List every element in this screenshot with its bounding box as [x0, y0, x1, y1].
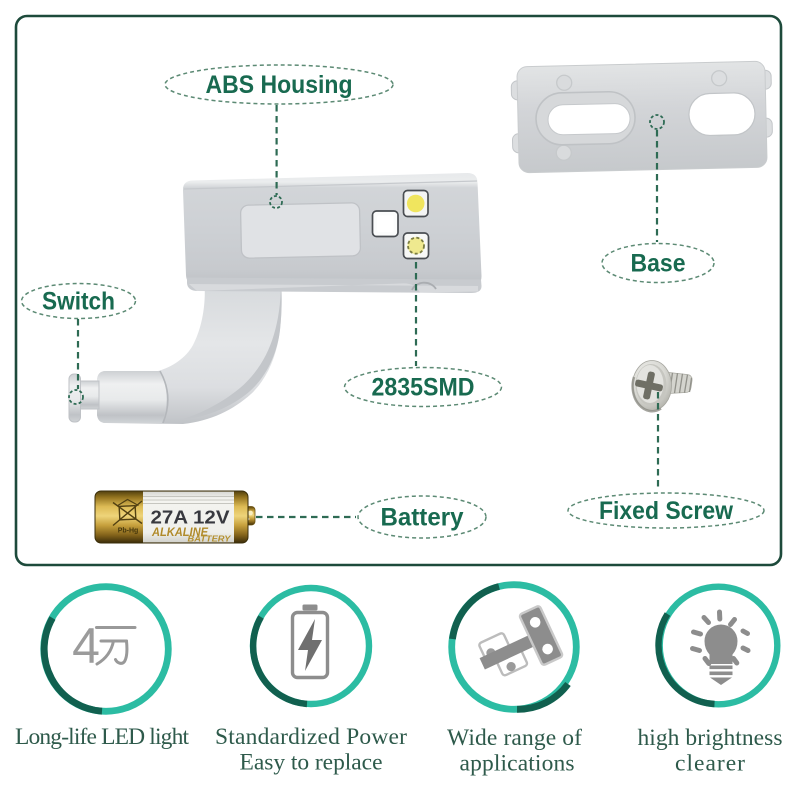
svg-text:Standardized Power: Standardized Power: [215, 724, 407, 750]
svg-text:ALKALINE: ALKALINE: [151, 525, 209, 539]
svg-text:Battery: Battery: [381, 504, 464, 532]
svg-text:BATTERY: BATTERY: [188, 535, 232, 544]
svg-text:Wide range of: Wide range of: [447, 725, 582, 751]
svg-text:Pb-Hg: Pb-Hg: [118, 528, 139, 535]
svg-text:Base: Base: [631, 250, 686, 278]
svg-text:high brightness: high brightness: [638, 725, 783, 751]
svg-text:applications: applications: [460, 751, 575, 777]
svg-text:Long-life LED light: Long-life LED light: [15, 724, 189, 750]
svg-text:27A 12V: 27A 12V: [151, 508, 230, 528]
svg-text:2835SMD: 2835SMD: [372, 374, 475, 402]
svg-text:Fixed Screw: Fixed Screw: [599, 497, 734, 525]
svg-text:ABS Housing: ABS Housing: [206, 71, 353, 99]
svg-text:clearer: clearer: [675, 751, 745, 777]
svg-text:Easy to replace: Easy to replace: [240, 750, 383, 776]
svg-text:Switch: Switch: [42, 288, 115, 316]
